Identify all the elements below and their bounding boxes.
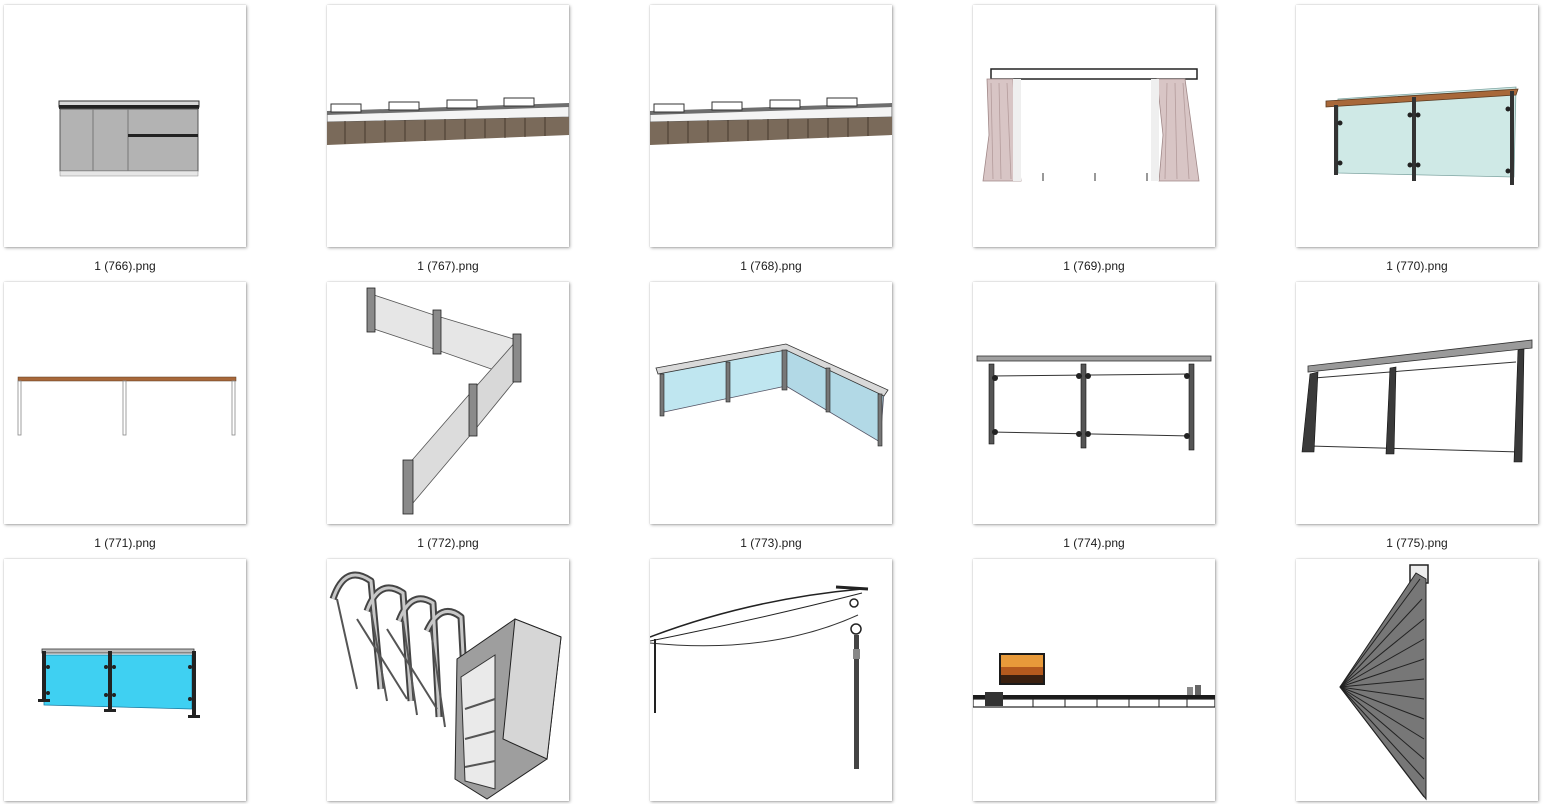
vanity-counter-image [327,97,569,145]
file-name: 1 (771).png [94,536,156,550]
file-thumbnail[interactable] [327,282,569,524]
file-thumbnail[interactable] [973,559,1215,801]
file-name: 1 (769).png [1063,259,1125,273]
tv-shelf-image [973,653,1215,708]
file-thumbnail[interactable] [1296,5,1538,247]
file-name: 1 (767).png [417,259,479,273]
corner-glass-railing-image [655,343,889,447]
vanity-counter-image [650,97,892,145]
file-thumbnail[interactable] [1296,559,1538,801]
file-thumbnail[interactable] [327,559,569,801]
file-thumbnail[interactable] [650,559,892,801]
curtains-image [982,68,1200,182]
power-cable-image [650,585,869,769]
file-thumbnail[interactable] [650,5,892,247]
arched-frames-image [329,571,562,800]
pleated-blind-image [1339,564,1429,801]
file-name: 1 (772).png [417,536,479,550]
file-name: 1 (774).png [1063,536,1125,550]
glass-railing-image [1325,86,1519,185]
file-name: 1 (773).png [740,536,802,550]
file-name: 1 (768).png [740,259,802,273]
cable-railing-image [976,355,1212,451]
cable-railing-perspective-image [1301,339,1533,463]
file-name: 1 (770).png [1386,259,1448,273]
kitchen-cabinet-image [58,100,200,177]
handrail-image [17,376,237,436]
glass-partition-image [366,287,522,515]
file-thumbnail[interactable] [4,282,246,524]
file-thumbnail[interactable] [4,559,246,801]
file-thumbnail[interactable] [973,5,1215,247]
blue-glass-railing-image [38,648,200,718]
file-name: 1 (775).png [1386,536,1448,550]
file-thumbnail[interactable] [4,5,246,247]
file-thumbnail[interactable] [1296,282,1538,524]
file-name: 1 (766).png [94,259,156,273]
file-thumbnail[interactable] [973,282,1215,524]
file-thumbnail[interactable] [327,5,569,247]
file-thumbnail[interactable] [650,282,892,524]
